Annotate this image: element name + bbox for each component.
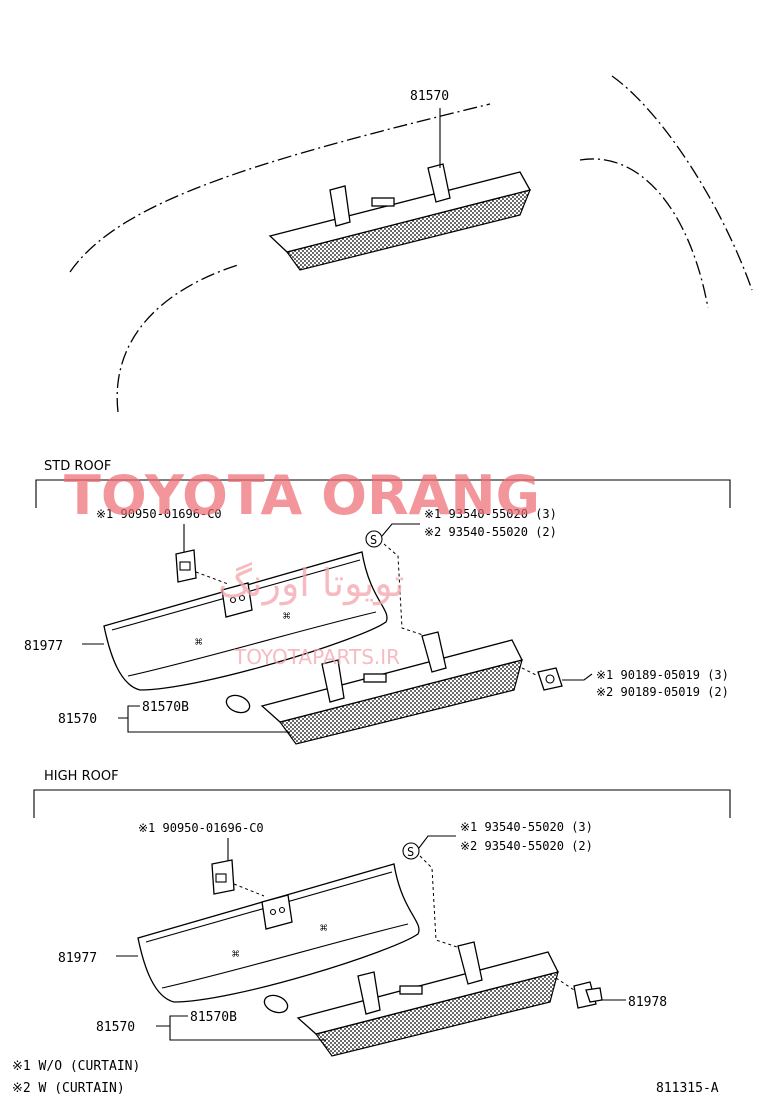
high-lamp-81570 [296, 941, 559, 1057]
high-screw-note-1: ※1 93540-55020 (3) [460, 820, 593, 834]
roof-overview: 81570 [69, 75, 753, 413]
std-roof-bracket-frame [35, 479, 731, 508]
std-lamp-81570 [260, 631, 523, 745]
std-screw-symbol: S [365, 530, 383, 548]
high-bulb-icon [263, 994, 289, 1014]
std-screw-note-2: ※2 93540-55020 (2) [424, 525, 557, 539]
high-cover-label: 81977 [58, 951, 97, 966]
watermark-url: TOYOTAPARTS.IR [233, 645, 400, 669]
std-clip-note: ※1 90950-01696-C0 [96, 507, 222, 521]
std-bulb-icon [225, 694, 251, 714]
std-nut-icon [537, 667, 563, 691]
high-bracket-label: 81978 [628, 995, 667, 1010]
watermark-arabic: تويوتا اورنگ [218, 561, 405, 606]
svg-text:⌘: ⌘ [195, 635, 202, 649]
high-roof-section: HIGH ROOF ※1 90950-01696-C0 ⌘ ⌘ 81977 S … [33, 769, 731, 1057]
high-roof-bracket-frame [33, 789, 731, 818]
high-roof-header: HIGH ROOF [44, 769, 119, 784]
high-clip-icon [211, 859, 235, 895]
std-roof-section: STD ROOF ※1 90950-01696-C0 ⌘ ⌘ 81977 S ※… [24, 459, 731, 745]
top-lamp [268, 163, 531, 271]
high-bulb-label: 81570B [190, 1010, 237, 1025]
watermark-main: TOYOTA ORANG [64, 464, 540, 527]
high-lamp-label: 81570 [96, 1020, 135, 1035]
std-roof-header: STD ROOF [44, 459, 111, 474]
std-cover-81977: ⌘ ⌘ [103, 551, 388, 691]
high-clip-note: ※1 90950-01696-C0 [138, 821, 264, 835]
svg-text:⌘: ⌘ [283, 609, 290, 623]
svg-text:⌘: ⌘ [320, 921, 327, 935]
svg-text:S: S [407, 845, 414, 859]
std-screw-note-1: ※1 93540-55020 (3) [424, 507, 557, 521]
std-lamp-label: 81570 [58, 712, 97, 727]
high-bracket-icon [573, 981, 603, 1009]
legend-note-1: ※1 W/O (CURTAIN) [12, 1059, 140, 1074]
std-bulb-label: 81570B [142, 700, 189, 715]
high-screw-symbol: S [402, 842, 420, 860]
high-cover-81977: ⌘ ⌘ [137, 863, 420, 1003]
svg-text:S: S [370, 533, 377, 547]
top-callout-label: 81570 [410, 89, 449, 104]
high-screw-note-2: ※2 93540-55020 (2) [460, 839, 593, 853]
svg-text:⌘: ⌘ [232, 947, 239, 961]
std-nut-note-2: ※2 90189-05019 (2) [596, 685, 729, 699]
figure-id: 811315-A [656, 1081, 719, 1096]
std-nut-note-1: ※1 90189-05019 (3) [596, 668, 729, 682]
std-cover-label: 81977 [24, 639, 63, 654]
legend-note-2: ※2 W (CURTAIN) [12, 1081, 125, 1096]
watermark: TOYOTA ORANG تويوتا اورنگ TOYOTAPARTS.IR [64, 464, 540, 669]
std-clip-icon [175, 549, 197, 583]
